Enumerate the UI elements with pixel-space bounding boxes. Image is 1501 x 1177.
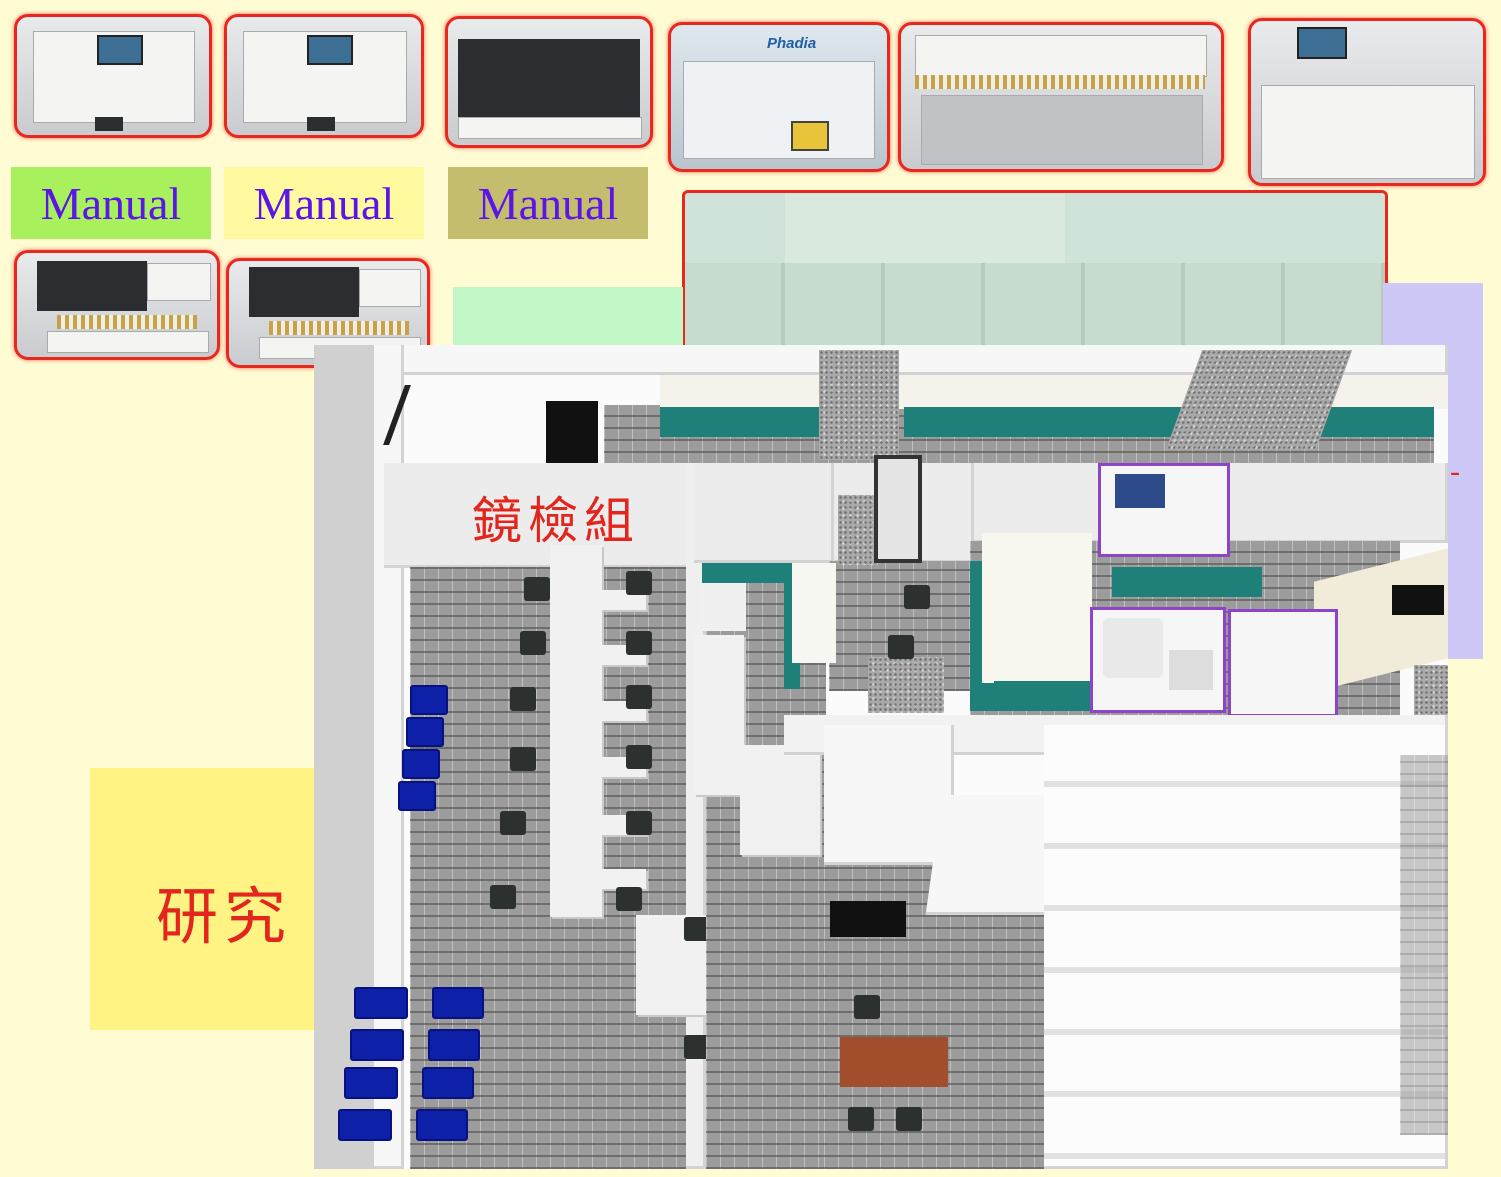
sediment-analyzer-photo <box>1090 607 1226 713</box>
analyzer-photo-5 <box>898 22 1224 172</box>
red-glyph-fragment: ‐ <box>1450 455 1460 488</box>
chair-icon <box>904 585 930 609</box>
chair-icon <box>854 995 880 1019</box>
microscopy-room-label: 鏡檢組 <box>472 492 640 550</box>
analyzer-photo-3 <box>445 16 653 148</box>
waiting-chair-icon <box>398 781 436 811</box>
waiting-chair-icon <box>406 717 444 747</box>
analyzer-photo-7 <box>14 250 220 360</box>
chair-icon <box>520 631 546 655</box>
waiting-chair-icon <box>416 1109 468 1141</box>
microscopy-room-floor <box>410 567 686 1169</box>
chair-icon <box>626 685 652 709</box>
large-analyzer-photo <box>682 190 1388 356</box>
strip-analyzer-photo <box>1228 609 1338 717</box>
chair-icon <box>626 811 652 835</box>
chair-icon <box>896 1107 922 1131</box>
phadia-logo: Phadia <box>767 35 817 52</box>
waiting-chair-icon <box>354 987 408 1019</box>
manual-label-2: Manual <box>224 167 424 239</box>
chair-icon <box>490 885 516 909</box>
chair-icon <box>626 631 652 655</box>
urine-analyzer-photo <box>1098 463 1230 557</box>
waiting-chair-icon <box>410 685 448 715</box>
chair-icon <box>888 635 914 659</box>
research-block <box>90 768 316 1030</box>
analyzer-photo-6 <box>1248 18 1486 186</box>
waiting-chair-icon <box>432 987 484 1019</box>
chair-icon <box>510 747 536 771</box>
chair-icon <box>510 687 536 711</box>
waiting-chair-icon <box>344 1067 398 1099</box>
chair-icon <box>524 577 550 601</box>
waiting-chair-icon <box>350 1029 404 1061</box>
manual-label-3: Manual <box>448 167 648 239</box>
wooden-table <box>840 1037 948 1087</box>
chair-icon <box>500 811 526 835</box>
lab-floor-plan: 鏡檢組 <box>314 345 1448 1169</box>
right-stairs <box>1044 725 1448 1169</box>
manual-label-1: Manual <box>11 167 211 239</box>
waiting-chair-icon <box>402 749 440 779</box>
green-block <box>453 287 683 347</box>
waiting-chair-icon <box>338 1109 392 1141</box>
waiting-chair-icon <box>428 1029 480 1061</box>
analyzer-photo-2 <box>224 14 424 138</box>
waiting-chair-icon <box>422 1067 474 1099</box>
back-teal-counter <box>660 407 830 437</box>
chair-icon <box>684 1035 710 1059</box>
analyzer-photo-1 <box>14 14 212 138</box>
chair-icon <box>626 571 652 595</box>
chair-icon <box>848 1107 874 1131</box>
microscope-bench <box>550 545 602 917</box>
chair-icon <box>626 745 652 769</box>
chair-icon <box>684 917 710 941</box>
research-label: 研究 <box>156 880 293 953</box>
phadia-analyzer-photo: Phadia <box>668 22 890 172</box>
granite-pillar-1 <box>819 350 899 460</box>
chair-icon <box>616 887 642 911</box>
